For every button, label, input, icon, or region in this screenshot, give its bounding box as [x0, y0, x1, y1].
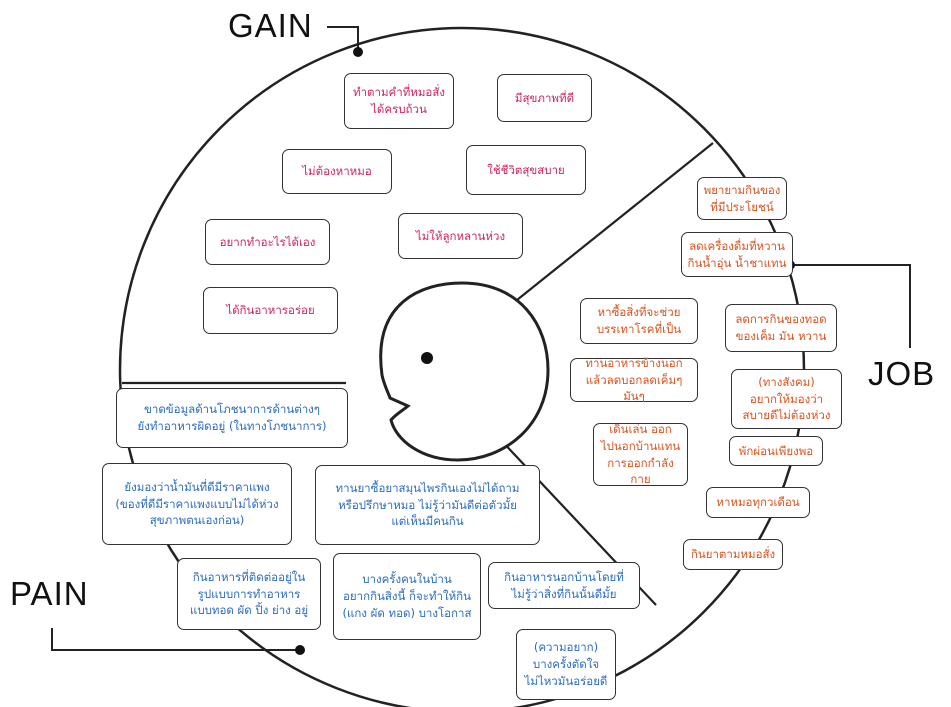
pain-note: (ความอยาก) บางครั้งตัดใจ ไม่ไหวมันอร่อยด…	[516, 629, 616, 700]
pain-note: ทานยาซื้อยาสมุนไพรกินเองไม่ได้ถาม หรือปร…	[315, 465, 540, 545]
job-note: ทานอาหารข้างนอก แล้วลดบอกลดเค็มๆ มันๆ	[570, 356, 698, 403]
job-note: ลดเครื่องดื่มที่หวาน กินน้ำอุ่น น้ำชาแทน	[681, 232, 793, 277]
job-note: ลดการกินของทอด ของเค็ม มัน หวาน	[725, 304, 837, 352]
gain-note: ไม่ให้ลูกหลานห่วง	[398, 213, 523, 259]
job-leader	[790, 264, 911, 348]
job-note: เดินเล่น ออก ไปนอกบ้านแทน การออกกำลังกาย	[593, 422, 688, 486]
gain-note: ใช้ชีวิตสุขสบาย	[466, 145, 586, 195]
gain-title: GAIN	[228, 7, 313, 44]
job-note: พักผ่อนเพียงพอ	[729, 436, 823, 466]
pain-title: PAIN	[10, 575, 89, 612]
pain-note: กินอาหารนอกบ้านโดยที่ ไม่รู้ว่าสิ่งที่กิ…	[488, 562, 640, 609]
pain-note: บางครั้งคนในบ้าน อยากกินสิ่งนี้ ก็จะทำให…	[333, 553, 481, 640]
pain-note: กินอาหารที่ติดต่ออยู่ใน รูปแบบการทำอาหาร…	[177, 558, 321, 630]
job-title: JOB	[868, 355, 936, 392]
pain-note: ขาดข้อมูลด้านโภชนาการด้านต่างๆ ยังทำอาหา…	[116, 388, 348, 448]
gain-note: ทำตามคำที่หมอสั่ง ได้ครบถ้วน	[344, 73, 454, 129]
pain-dot	[295, 645, 305, 655]
gain-note: ไม่ต้องหาหมอ	[282, 149, 392, 194]
gain-note: อยากทำอะไรได้เอง	[205, 219, 330, 265]
job-note: พยายามกินของ ที่มีประโยชน์	[697, 177, 787, 220]
eye-dot	[421, 352, 433, 364]
gain-dot	[353, 47, 363, 57]
job-note: กินยาตามหมอสั่ง	[683, 539, 783, 570]
head-profile	[379, 281, 550, 462]
job-note: หาหมอทุกวเดือน	[706, 487, 810, 518]
gain-note: ได้กินอาหารอร่อย	[203, 287, 338, 334]
gain-note: มีสุขภาพที่ดี	[497, 74, 592, 122]
pain-note: ยังมองว่าน้ำมันที่ดีมีราคาแพง (ของที่ดีม…	[102, 463, 292, 545]
pain-leader	[51, 628, 300, 651]
job-note: (ทางสังคม) อยากให้มองว่า สบายดีไม่ต้องห่…	[731, 369, 842, 429]
job-note: หาซื้อสิ่งที่จะช่วย บรรเทาโรคที่เป็น	[580, 298, 698, 344]
divider-upper-right	[506, 142, 714, 309]
gain-leader	[327, 26, 359, 52]
